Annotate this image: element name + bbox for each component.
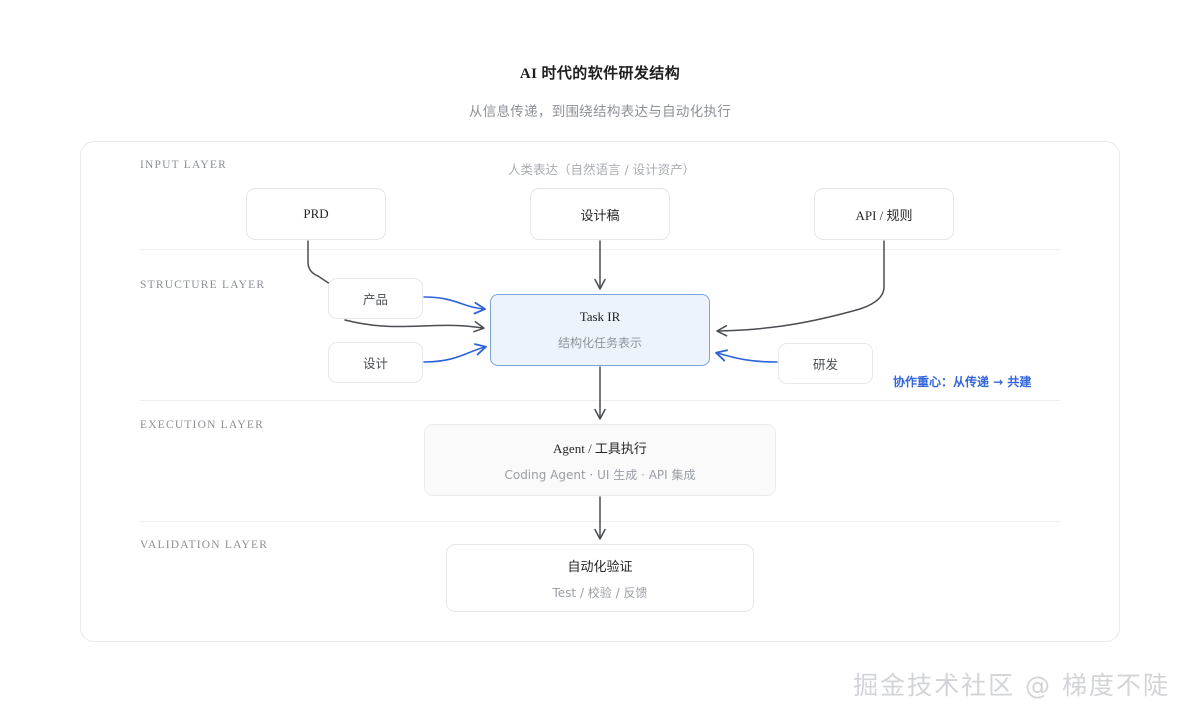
page-subtitle: 从信息传递，到围绕结构表达与自动化执行 — [468, 104, 732, 120]
role-chip-design[interactable]: 设计 — [328, 342, 423, 383]
node-automated-validation-title: 自动化验证 — [567, 559, 633, 575]
node-api-rules-title: API / 规则 — [855, 207, 913, 223]
node-task-ir-subtitle: 结构化任务表示 — [557, 336, 642, 350]
node-automated-validation[interactable]: 自动化验证 Test / 校验 / 反馈 — [446, 544, 754, 612]
node-automated-validation-subtitle: Test / 校验 / 反馈 — [552, 585, 648, 600]
page-title: AI 时代的软件研发结构 — [519, 66, 681, 82]
structure-layer-annotation: 协作重心：从传递 → 共建 — [893, 375, 1032, 389]
layer-label-structure: STRUCTURE LAYER — [140, 279, 266, 291]
node-design-doc[interactable]: 设计稿 — [530, 188, 670, 240]
layer-divider-input-structure — [140, 249, 1060, 250]
watermark: 掘金技术社区 @ 梯度不陡 — [853, 671, 1170, 700]
node-task-ir[interactable]: Task IR 结构化任务表示 — [490, 294, 710, 366]
node-api-rules[interactable]: API / 规则 — [814, 188, 954, 240]
role-chip-product[interactable]: 产品 — [328, 278, 423, 319]
layer-divider-structure-execution — [140, 400, 1060, 401]
layer-label-input: INPUT LAYER — [140, 159, 228, 171]
node-task-ir-title: Task IR — [579, 309, 621, 324]
node-prd-title: PRD — [303, 206, 329, 221]
role-chip-rd[interactable]: 研发 — [778, 343, 873, 384]
node-design-doc-title: 设计稿 — [580, 207, 620, 223]
layer-label-validation: VALIDATION LAYER — [140, 539, 269, 551]
node-agent-execution-subtitle: Coding Agent · UI 生成 · API 集成 — [504, 467, 696, 482]
node-agent-execution-title: Agent / 工具执行 — [553, 440, 647, 456]
input-layer-annotation: 人类表达（自然语言 / 设计资产） — [508, 162, 696, 177]
layer-divider-execution-validation — [140, 521, 1060, 522]
diagram-header: AI 时代的软件研发结构 从信息传递，到围绕结构表达与自动化执行 — [0, 62, 1200, 120]
node-agent-execution[interactable]: Agent / 工具执行 Coding Agent · UI 生成 · API … — [424, 424, 776, 496]
node-prd[interactable]: PRD — [246, 188, 386, 240]
layer-label-execution: EXECUTION LAYER — [140, 419, 264, 431]
